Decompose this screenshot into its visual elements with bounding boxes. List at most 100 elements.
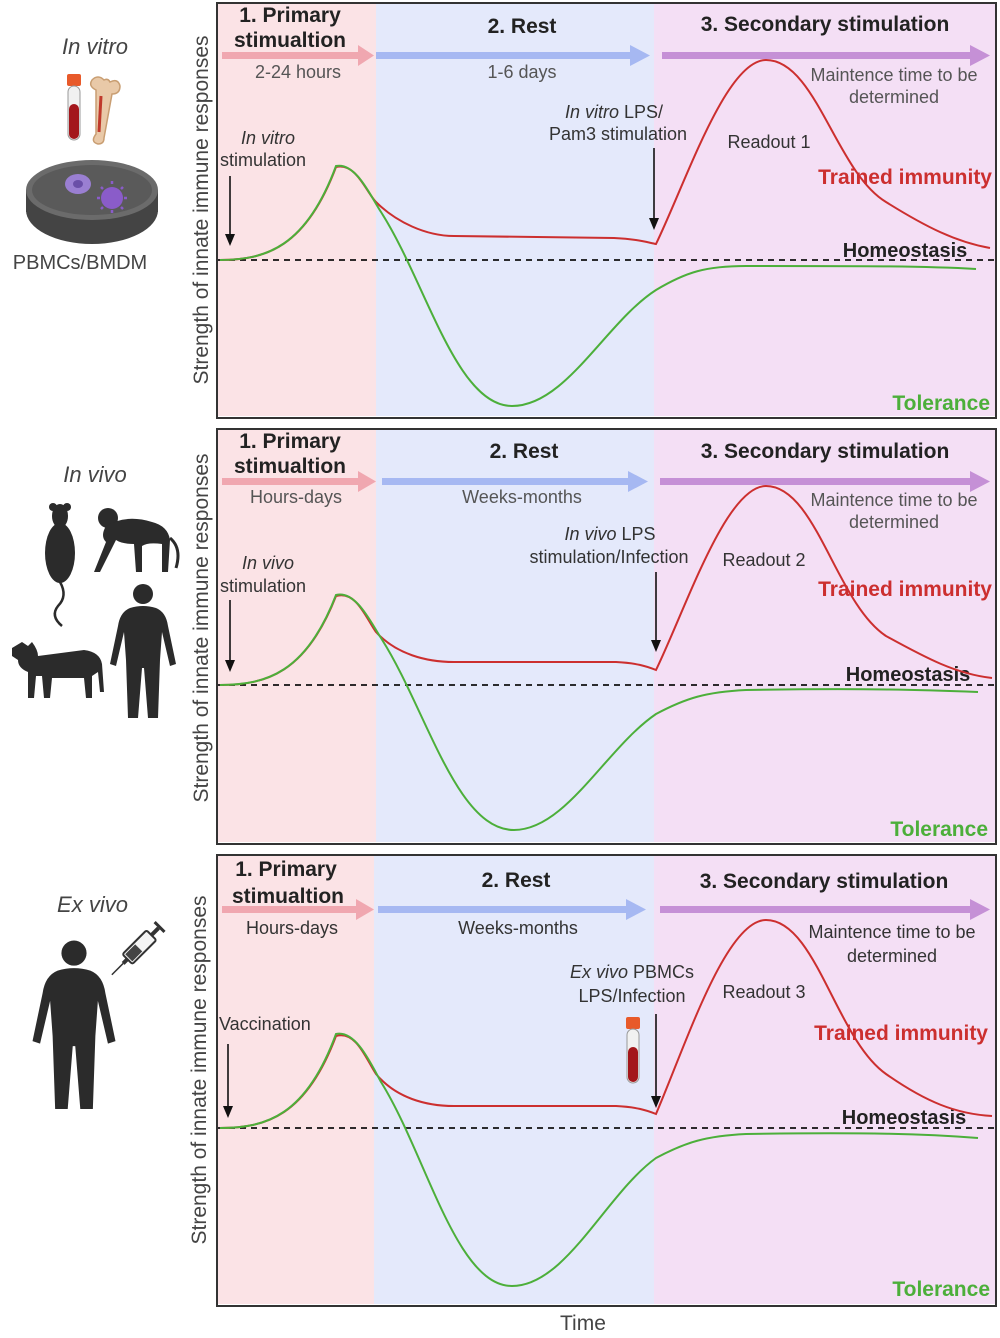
human-icon [32, 940, 116, 1109]
phase2-background [376, 430, 654, 842]
tolerance-label: Tolerance [892, 392, 990, 415]
readout-label: Readout 1 [727, 132, 810, 152]
start-arrow [225, 600, 235, 672]
start-label-line2: Vaccination [219, 1014, 311, 1034]
phase1-duration: Hours-days [246, 918, 338, 938]
phase2-background [376, 4, 654, 416]
side-caption-pbmcs-bmdm: PBMCs/BMDM [12, 252, 148, 274]
blood-tube-icon [626, 1017, 640, 1084]
phase3-duration-line1: Maintence time to be [810, 490, 977, 510]
phase2-arrow [376, 45, 650, 66]
x-axis-label: Time [560, 1312, 606, 1335]
trained-immunity-label: Trained immunity [814, 1022, 988, 1045]
phase3-arrow [660, 899, 990, 920]
phase3-arrow [660, 471, 990, 492]
panel-frame [216, 428, 997, 845]
tolerance-curve [219, 1032, 979, 1288]
side-title-in-vivo: In vivo [63, 462, 127, 487]
start-arrow [225, 176, 235, 246]
y-axis-label: Strength of innate immune responses [190, 453, 213, 802]
second-label-line1: Ex vivo PBMCs [570, 962, 694, 982]
bone-icon [89, 76, 121, 145]
phase2-duration: Weeks-months [462, 487, 582, 507]
readout-label: Readout 2 [722, 550, 805, 570]
second-arrow [649, 148, 659, 230]
phase2-arrow [382, 471, 648, 492]
second-label-line1: In vitro LPS/ [565, 102, 663, 122]
monkey-icon [94, 508, 180, 572]
start-label-line2: stimulation [220, 576, 306, 596]
phase1-title-line2: stimualtion [234, 455, 346, 478]
second-arrow [651, 1014, 661, 1108]
tolerance-curve [219, 164, 977, 408]
side-title-ex-vivo: Ex vivo [57, 892, 128, 917]
panel-ex-vivo-chart: Strength of innate immune responses 1. P… [188, 854, 997, 1307]
phase2-title: 2. Rest [490, 440, 559, 463]
homeostasis-label: Homeostasis [843, 240, 968, 262]
phase3-duration-line2: determined [849, 512, 939, 532]
phase3-background [654, 430, 996, 842]
phase3-arrow [662, 45, 990, 66]
phase3-duration-line2: determined [849, 87, 939, 107]
y-axis-label: Strength of innate immune responses [190, 35, 213, 384]
tolerance-curve [219, 593, 979, 832]
trained-immunity-label: Trained immunity [818, 578, 992, 601]
phase1-duration: Hours-days [250, 487, 342, 507]
phase1-background [218, 4, 376, 416]
phase1-arrow [222, 471, 376, 492]
panel-in-vitro: Strength of innate immune responses 1. P… [186, 2, 998, 420]
second-label-line2: Pam3 stimulation [549, 124, 687, 144]
phase1-title-line2: stimualtion [234, 29, 346, 52]
phase3-duration-line1: Maintence time to be [810, 65, 977, 85]
phase1-arrow [222, 45, 374, 66]
second-arrow [651, 572, 661, 652]
phase1-background [218, 430, 376, 842]
phase2-title: 2. Rest [488, 15, 557, 38]
phase2-title: 2. Rest [482, 869, 551, 892]
tolerance-label: Tolerance [892, 1278, 990, 1301]
phase3-background [654, 4, 996, 416]
panel-in-vitro-chart: Strength of innate immune responses 1. P… [190, 2, 997, 419]
readout-label: Readout 3 [722, 982, 805, 1002]
syringe-icon [111, 921, 166, 976]
panel-in-vivo-chart: Strength of innate immune responses 1. P… [190, 428, 997, 845]
start-label-italic: In vitro [241, 128, 295, 148]
homeostasis-label: Homeostasis [846, 664, 971, 686]
phase2-duration: 1-6 days [487, 62, 556, 82]
start-label-line2: stimulation [220, 150, 306, 170]
phase1-duration: 2-24 hours [255, 62, 341, 82]
phase3-background [654, 856, 996, 1304]
phase1-title-line2: stimualtion [232, 885, 344, 908]
blood-tube-icon [67, 74, 81, 141]
human-icon [110, 584, 176, 718]
tolerance-label: Tolerance [890, 818, 988, 841]
phase2-duration: Weeks-months [458, 918, 578, 938]
start-label-italic: In vivo [242, 553, 294, 573]
side-title-in-vitro: In vitro [61, 34, 129, 59]
phase2-arrow [378, 899, 646, 920]
panel-frame [216, 2, 997, 419]
phase1-background [218, 856, 374, 1304]
phase3-duration-line2: determined [847, 946, 937, 966]
phase3-title: 3. Secondary stimulation [701, 440, 950, 463]
panel-ex-vivo: Strength of innate immune responses 1. P… [186, 854, 998, 1310]
homeostasis-label: Homeostasis [842, 1107, 967, 1129]
phase2-background [374, 856, 654, 1304]
panel-in-vivo: Strength of innate immune responses 1. P… [186, 428, 998, 846]
second-label-line2: LPS/Infection [578, 986, 685, 1006]
phase1-arrow [222, 899, 374, 920]
phase1-title-line1: 1. Primary [235, 858, 337, 881]
second-label-line1: In vivo LPS [564, 524, 655, 544]
second-label-line2: stimulation/Infection [529, 547, 688, 567]
phase3-duration-line1: Maintence time to be [808, 922, 975, 942]
petri-dish-icon [26, 160, 158, 244]
phase3-title: 3. Secondary stimulation [700, 870, 949, 893]
mouse-icon [45, 503, 75, 627]
y-axis-label: Strength of innate immune responses [188, 895, 211, 1244]
phase1-title-line1: 1. Primary [239, 430, 341, 453]
phase3-title: 3. Secondary stimulation [701, 13, 950, 36]
trained-immunity-label: Trained immunity [818, 166, 992, 189]
panel-frame [216, 854, 997, 1307]
start-arrow [223, 1044, 233, 1118]
cow-icon [12, 642, 104, 698]
